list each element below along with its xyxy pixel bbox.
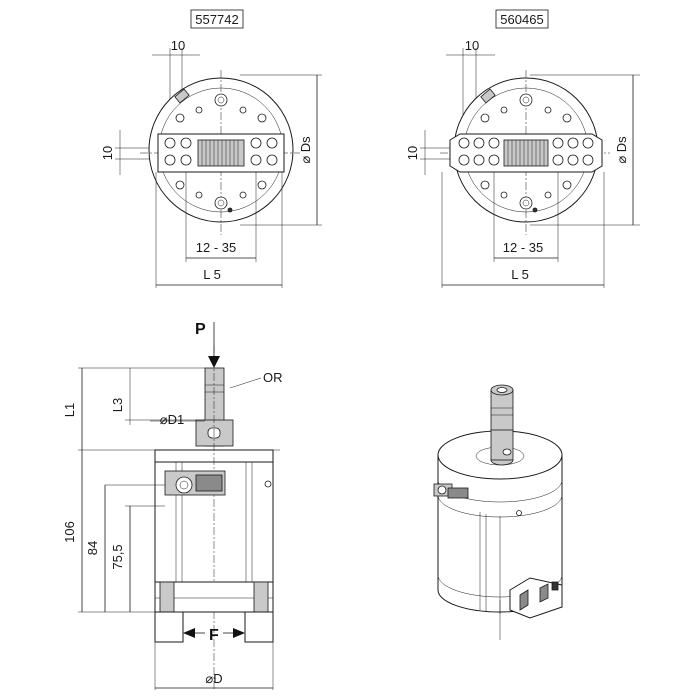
dim-d: ⌀D [205,671,222,686]
top-view-557742: 557742 10 10 ⌀ Ds [100,9,322,288]
mount-hole-bottom [214,196,228,210]
part-number-560465: 560465 [500,12,543,27]
dim-l1: L1 [62,403,77,417]
jaw-hole-grid-right [250,137,278,166]
spring-block [197,139,245,167]
dim-106: 106 [62,521,77,543]
jaw-hole-grid-left [164,137,192,166]
mount-hole-top [214,93,228,107]
rod-collar [195,419,234,447]
force-arrow-left [183,628,195,638]
isometric-view [433,384,563,640]
dim-left-10: 10 [405,146,420,160]
jaw-hole-grid-right [552,137,594,166]
force-label: F [209,627,219,644]
dim-length: L 5 [203,267,221,282]
dim-d1: ⌀D1 [160,412,184,427]
spring-block [503,139,549,167]
dim-ds: ⌀ Ds [298,136,313,164]
dim-top-10: 10 [171,38,185,53]
part-number-box [495,9,549,29]
dim-755: 75,5 [110,544,125,569]
part-number-557742: 557742 [195,12,238,27]
vent-hole [516,510,522,516]
pressure-label: P [195,321,206,338]
part-number-box [190,9,244,29]
side-view: P OR L1 L3 ⌀D1 [62,321,283,690]
dim-stroke: 12 - 35 [196,240,236,255]
air-fitting [480,88,496,104]
dim-l3: L3 [110,398,125,412]
jaw-right [244,611,274,643]
vent-hole [264,480,272,488]
mount-hole-top [519,93,533,107]
dim-top-10: 10 [465,38,479,53]
dim-length: L 5 [511,267,529,282]
dim-stroke: 12 - 35 [503,240,543,255]
air-fitting [174,88,190,104]
force-arrow-right [233,628,245,638]
dim-84: 84 [85,541,100,555]
dim-ds: ⌀ Ds [614,136,629,164]
dim-left-10: 10 [100,146,115,160]
jaw-left [154,611,184,643]
top-view-560465: 560465 10 10 ⌀ Ds [405,9,640,288]
oring-label: OR [263,370,283,385]
mount-hole-bottom [519,196,533,210]
jaw-base [154,581,274,613]
jaw-hole-grid-left [458,137,500,166]
